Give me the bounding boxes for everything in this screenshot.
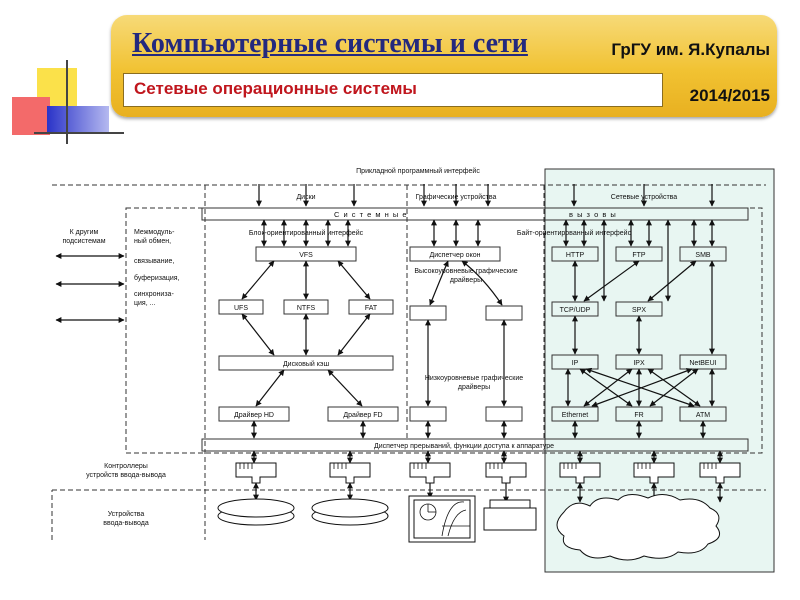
syscalls-left-label: С и с т е м н ы е (334, 210, 408, 219)
subtitle-box: Сетевые операционные системы (123, 73, 663, 107)
interrupt-dispatcher-label: Диспетчер прерываний, функции доступа к … (374, 442, 554, 450)
col-disks-label: Диски (296, 194, 315, 201)
deco-line-horizontal (34, 132, 124, 134)
controllers-label-2: устройств ввода-вывода (86, 471, 166, 479)
intermodule-line-4: буферизация, (134, 274, 180, 282)
ipx-label: IPX (633, 360, 645, 367)
window-manager-box (409, 246, 501, 262)
ll-graphics-label-1: Низкоуровневые графические (425, 375, 523, 382)
hl-graphics-label-1: Высокоуровневые графические (414, 268, 517, 275)
block-iface-label: Блок-ориентированный интерфейс (249, 229, 364, 237)
tcpudp-label: TCP/UDP (560, 307, 591, 314)
deco-square-blue (47, 106, 109, 134)
academic-year: 2014/2015 (689, 86, 770, 105)
interrupt-dispatcher-band (201, 438, 749, 452)
controller-chip-7 (699, 462, 741, 484)
network-os-architecture-diagram: Прикладной программный интерфейс Диски Г… (51, 167, 775, 573)
fr-label: FR (634, 412, 643, 419)
controller-chip-6 (633, 462, 675, 484)
disk-platter-fd (311, 498, 389, 518)
intermodule-line-1: Межмодуль- (134, 229, 175, 236)
vfs-label: VFS (299, 252, 313, 259)
netbeui-label: NetBEUI (689, 360, 716, 367)
io-devices-label-2: ввода-вывода (103, 520, 149, 527)
course-title: Компьютерные системы и сети (132, 28, 528, 59)
ftp-label: FTP (632, 252, 646, 259)
graphics-hl-box-2 (485, 305, 523, 321)
slide-subtitle: Сетевые операционные системы (134, 79, 417, 98)
smb-label: SMB (695, 252, 711, 259)
col-graphics-label: Графические устройства (416, 193, 497, 201)
ip-label: IP (572, 360, 579, 367)
controller-chip-2 (329, 462, 371, 484)
fat-label: FAT (365, 305, 378, 312)
ip-box (551, 354, 599, 370)
controller-chip-5 (559, 462, 601, 484)
netbeui-box (679, 354, 727, 370)
deco-line-vertical (66, 60, 68, 144)
spx-label: SPX (632, 307, 646, 314)
ufs-label: UFS (234, 305, 248, 312)
controller-chip-1 (235, 462, 277, 484)
disk-cache-box (218, 355, 394, 371)
graphics-hl-box-1 (409, 305, 447, 321)
smb-box (679, 246, 727, 262)
atm-label: ATM (696, 412, 710, 419)
controller-chip-4 (485, 462, 527, 484)
disk-platter-hd (217, 498, 295, 518)
ntfs-label: NTFS (297, 305, 316, 312)
controller-chip-3 (409, 462, 451, 484)
http-label: HTTP (566, 252, 585, 259)
university-name: ГрГУ им. Я.Купалы (611, 40, 770, 59)
ethernet-label: Ethernet (562, 412, 589, 419)
api-label: Прикладной программный интерфейс (356, 167, 480, 175)
disk-cache-label: Дисковый кэш (283, 360, 330, 368)
ufs-box (218, 299, 264, 315)
intermodule-line-6: ция, ... (134, 300, 155, 307)
printer-device (483, 499, 537, 531)
driver-fd-label: Драйвер FD (343, 411, 382, 419)
io-devices-label-1: Устройства (108, 510, 145, 518)
intermodule-line-2: ный обмен, (134, 237, 171, 245)
driver-hd-label: Драйвер HD (234, 411, 274, 419)
deco-square-red (12, 97, 50, 135)
to-other-label-1: К другим (70, 229, 99, 236)
graphics-ll-box-2 (485, 406, 523, 422)
col-network-label: Сетевые устройства (611, 193, 677, 201)
graphics-ll-box-1 (409, 406, 447, 422)
network-cloud (556, 494, 721, 561)
ll-graphics-label-2: драйверы (458, 383, 490, 391)
syscalls-right-label: в ы з о в ы (569, 210, 617, 219)
fat-box (348, 299, 394, 315)
window-manager-label: Диспетчер окон (430, 252, 481, 259)
to-other-label-2: подсистемам (62, 238, 105, 245)
intermodule-line-3: связывание, (134, 258, 174, 265)
controllers-label-1: Контроллеры (104, 463, 148, 470)
hl-graphics-label-2: драйверы (450, 276, 482, 284)
byte-iface-label: Байт-ориентированный интерфейс (517, 229, 632, 237)
intermodule-line-5: синхрониза- (134, 291, 174, 298)
